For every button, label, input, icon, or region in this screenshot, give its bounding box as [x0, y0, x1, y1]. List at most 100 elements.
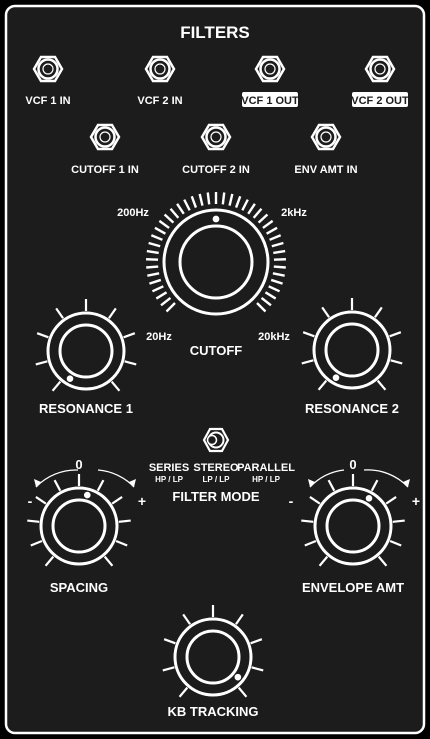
scale-tick — [108, 307, 117, 319]
spacing-knob[interactable] — [39, 486, 119, 566]
cutoff-label: CUTOFF — [190, 343, 243, 358]
scale-tick — [262, 219, 274, 229]
envelope-amt-ticks — [301, 474, 405, 567]
scale-tick — [154, 226, 166, 235]
scale-tick — [377, 555, 388, 567]
mode-stereo-sub: LP / LP — [203, 475, 231, 484]
cutoff-200hz-label: 200Hz — [117, 207, 149, 219]
envelope-plus-arc — [363, 469, 409, 488]
scale-tick — [27, 519, 40, 523]
scale-tick — [35, 496, 47, 505]
scale-tick — [318, 555, 329, 567]
scale-tick — [146, 265, 159, 269]
scale-tick — [158, 219, 170, 229]
vcf-1-in-label: VCF 1 IN — [25, 95, 70, 107]
resonance-1-ticks — [35, 299, 137, 392]
scale-tick — [228, 193, 234, 206]
scale-tick — [123, 332, 136, 339]
scale-tick — [257, 213, 269, 224]
knob-indicator-dot — [234, 673, 242, 681]
scale-tick — [149, 278, 162, 285]
filter-mode-switch[interactable] — [202, 427, 230, 453]
scale-tick — [390, 359, 403, 365]
vcf-2-out-label-box — [352, 92, 408, 107]
cutoff-2-in-label: CUTOFF 2 IN — [182, 164, 250, 176]
arrow-right-icon — [129, 479, 136, 487]
scale-tick — [389, 331, 402, 338]
scale-tick — [385, 496, 397, 505]
scale-tick — [374, 306, 383, 318]
jack-ring-icon — [315, 126, 337, 148]
scale-tick — [237, 686, 248, 698]
kb-tracking-knob[interactable] — [173, 617, 253, 697]
scale-tick — [269, 234, 282, 241]
cutoff-2-in-jack[interactable] — [200, 123, 232, 151]
jack-hole-icon — [210, 131, 222, 143]
envelope-plus-label: + — [412, 493, 420, 509]
scale-tick — [206, 192, 211, 205]
vcf-2-out-label: VCF 2 OUT — [351, 95, 409, 107]
scale-tick — [178, 686, 189, 698]
scale-tick — [111, 496, 123, 505]
jack-hole-icon — [99, 131, 111, 143]
scale-tick — [376, 379, 387, 391]
scale-tick — [162, 666, 175, 672]
spacing-plus-label: + — [138, 493, 146, 509]
vcf-1-out-jack[interactable] — [254, 55, 286, 83]
scale-tick — [169, 207, 180, 219]
spacing-label: SPACING — [50, 580, 108, 595]
mode-series-label: SERIES — [149, 462, 189, 474]
switch-nut-icon — [202, 427, 230, 453]
scale-tick — [155, 291, 168, 300]
cutoff-1-in-jack[interactable] — [89, 123, 121, 151]
mode-parallel-label: PARALLEL — [237, 462, 295, 474]
jack-hole-icon — [320, 131, 332, 143]
jack-ring-icon — [37, 58, 59, 80]
scale-tick — [304, 539, 317, 547]
jack-nut-icon — [200, 123, 232, 151]
cutoff-1-in-label: CUTOFF 1 IN — [71, 164, 139, 176]
jack-nut-icon — [310, 123, 342, 151]
jack-nut-icon — [364, 55, 396, 83]
scale-tick — [272, 272, 285, 277]
envelope-amt-knob[interactable] — [313, 486, 393, 566]
knob-cap — [51, 498, 107, 554]
spacing-ticks — [27, 474, 131, 567]
kb-tracking-ticks — [162, 605, 264, 698]
kb-tracking-label: KB TRACKING — [168, 704, 259, 719]
env-amt-in-jack[interactable] — [310, 123, 342, 151]
scale-tick — [35, 360, 48, 366]
knob-cap — [325, 498, 381, 554]
knob-cap — [324, 322, 380, 378]
scale-tick — [241, 199, 249, 211]
resonance-2-knob[interactable] — [312, 310, 392, 390]
knob-indicator-dot — [365, 494, 373, 502]
scale-tick — [321, 306, 330, 318]
envelope-minus-label: - — [289, 493, 294, 509]
scale-tick — [235, 613, 244, 625]
scale-tick — [327, 479, 336, 492]
arrow-left-icon — [34, 479, 41, 487]
scale-tick — [165, 302, 176, 313]
vcf-2-out-jack[interactable] — [364, 55, 396, 83]
resonance-1-knob[interactable] — [46, 311, 126, 391]
vcf-1-in-jack[interactable] — [32, 55, 64, 83]
scale-tick — [55, 307, 64, 319]
filter-mode-label: FILTER MODE — [172, 489, 259, 504]
envelope-amt-label: ENVELOPE AMT — [302, 580, 404, 595]
scale-tick — [392, 519, 405, 523]
scale-tick — [198, 193, 204, 206]
cutoff-2khz-label: 2kHz — [281, 207, 307, 219]
scale-tick — [301, 519, 314, 523]
scale-tick — [266, 226, 278, 235]
mode-stereo-label: STEREO — [193, 462, 239, 474]
scale-tick — [270, 278, 283, 285]
switch-lever-icon — [206, 434, 218, 446]
scale-tick — [264, 291, 277, 300]
scale-tick — [182, 613, 191, 625]
scale-tick — [268, 285, 281, 293]
vcf-2-in-jack[interactable] — [144, 55, 176, 83]
cutoff-knob[interactable] — [162, 208, 270, 316]
scale-tick — [163, 638, 176, 645]
scale-tick — [251, 666, 264, 672]
